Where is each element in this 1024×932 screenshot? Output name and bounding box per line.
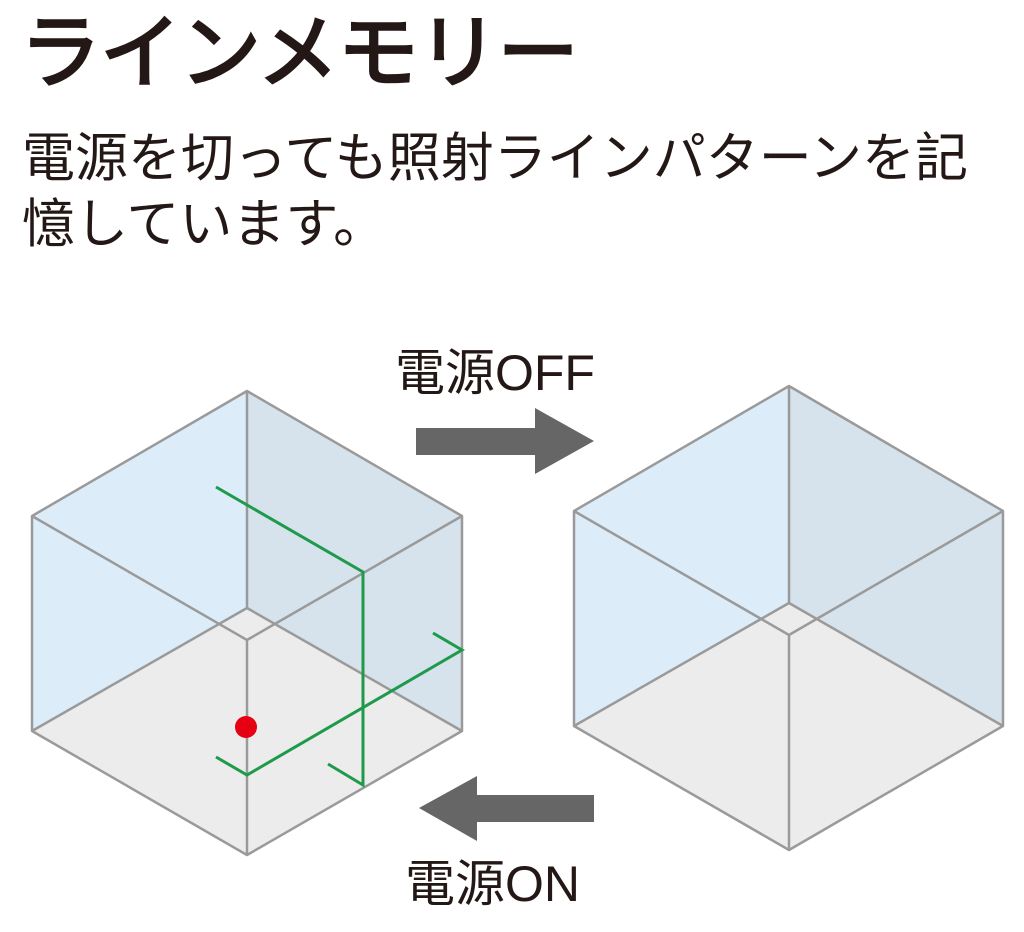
back-right-floor-edge <box>246 606 463 733</box>
horizontal-laser-line <box>215 631 465 777</box>
front-right-top-edge <box>788 509 1004 637</box>
power-on-label: 電源ON <box>405 856 580 912</box>
front-left-top-edge <box>31 514 248 642</box>
description-line-2: 憶しています。 <box>22 194 387 255</box>
power-off-label: 電源OFF <box>395 345 595 401</box>
arrow-right-shaft <box>416 428 540 455</box>
back-right-floor-edge <box>788 601 1004 728</box>
cube-outline <box>572 384 1005 852</box>
cube-with-laser-pattern <box>30 389 465 857</box>
back-left-wall <box>32 391 247 731</box>
arrow-right-icon <box>416 408 594 474</box>
arrow-left-icon <box>419 776 594 841</box>
back-left-wall <box>574 386 789 726</box>
cube-outline <box>30 389 464 857</box>
front-right-top-edge <box>246 514 463 642</box>
back-right-wall <box>247 391 462 731</box>
red-laser-dot <box>235 716 257 738</box>
vertical-laser-line <box>215 485 365 788</box>
front-left-top-edge <box>573 509 790 637</box>
back-left-floor-edge <box>31 606 248 733</box>
back-right-wall <box>789 386 1003 726</box>
description-line-1: 電源を切っても照射ラインパターンを記 <box>22 128 969 189</box>
page-title: ラインメモリー <box>20 7 579 101</box>
back-left-floor-edge <box>573 601 790 728</box>
description: 電源を切っても照射ラインパターンを記 憶しています。 <box>22 126 968 258</box>
arrow-right-head <box>535 408 594 474</box>
arrow-left-shaft <box>472 795 594 822</box>
cube-without-laser-pattern <box>572 384 1005 852</box>
arrow-left-head <box>419 776 477 841</box>
